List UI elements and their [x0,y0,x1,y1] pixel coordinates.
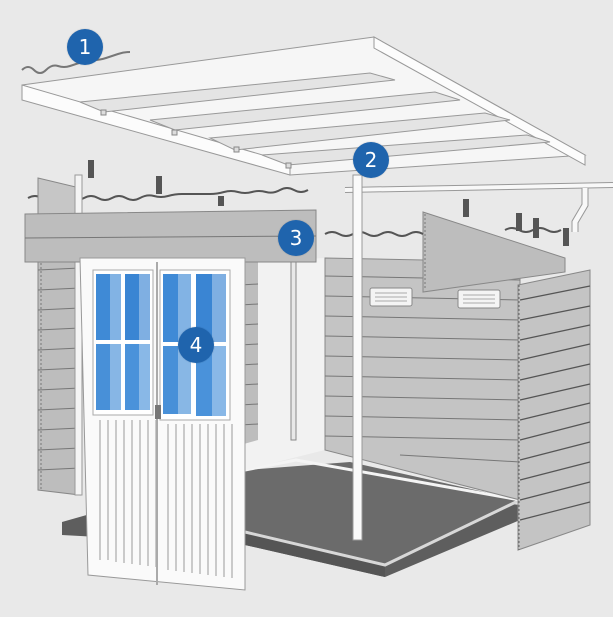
front-header-beam [24,209,317,263]
support-post [352,174,363,541]
callout-3-front-beam[interactable]: 3 [278,220,314,256]
right-side-wall [517,269,591,551]
callout-1-roof-panel[interactable]: 1 [67,29,103,65]
gutter [344,182,613,232]
roof-panel [21,36,587,176]
back-right-wall [324,211,566,501]
double-door [79,257,246,591]
left-wall [37,249,81,496]
callout-number: 2 [364,148,378,172]
callout-number: 3 [289,226,303,250]
callout-number: 4 [189,333,203,357]
fastener-clips [88,160,569,246]
callout-2-support-post[interactable]: 2 [353,142,389,178]
callout-number: 1 [78,35,92,59]
callout-4-glazed-door[interactable]: 4 [178,327,214,363]
